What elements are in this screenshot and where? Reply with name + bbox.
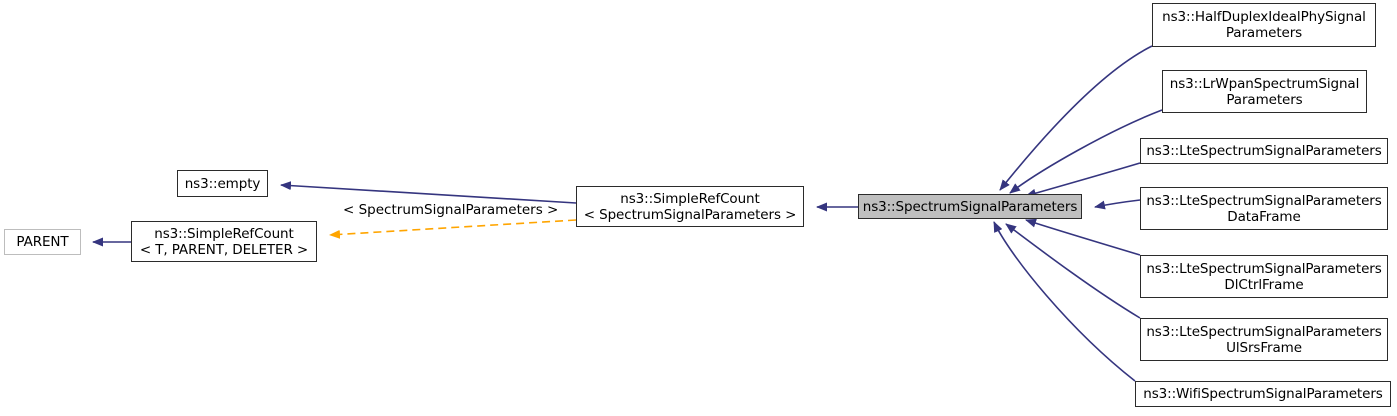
node-half-duplex-ideal-phy-signal-parameters[interactable]: ns3::HalfDuplexIdealPhySignal Parameters [1152, 3, 1376, 47]
node-lte-spectrum-signal-parameters-dl-ctrl-frame[interactable]: ns3::LteSpectrumSignalParameters DlCtrlF… [1140, 255, 1388, 298]
node-empty-label: ns3::empty [184, 175, 261, 192]
node-lte-spectrum-signal-parameters-label: ns3::LteSpectrumSignalParameters [1146, 143, 1382, 159]
node-spectrum-signal-parameters[interactable]: ns3::SpectrumSignalParameters [858, 194, 1082, 219]
node-half-duplex-ideal-phy-signal-parameters-label: ns3::HalfDuplexIdealPhySignal Parameters [1162, 9, 1366, 41]
node-simple-ref-count-generic-label: ns3::SimpleRefCount < T, PARENT, DELETER… [139, 225, 309, 258]
node-lr-wpan-spectrum-signal-parameters[interactable]: ns3::LrWpanSpectrumSignal Parameters [1162, 70, 1367, 113]
node-spectrum-signal-parameters-label: ns3::SpectrumSignalParameters [862, 198, 1078, 215]
node-lte-spectrum-signal-parameters[interactable]: ns3::LteSpectrumSignalParameters [1140, 138, 1388, 164]
edge-simplerefcountssp-to-empty [280, 181, 577, 204]
node-lte-spectrum-signal-parameters-dl-ctrl-frame-label: ns3::LteSpectrumSignalParameters DlCtrlF… [1146, 260, 1382, 293]
node-parent-label: PARENT [16, 234, 69, 250]
template-binding-label: < SpectrumSignalParameters > [343, 202, 559, 218]
edge-halfduplex-to-spectrum [999, 45, 1153, 191]
node-lte-spectrum-signal-parameters-ul-srs-frame[interactable]: ns3::LteSpectrumSignalParameters UlSrsFr… [1140, 318, 1388, 361]
node-simple-ref-count-spectrum-signal-parameters-label: ns3::SimpleRefCount < SpectrumSignalPara… [583, 190, 797, 223]
node-empty[interactable]: ns3::empty [177, 170, 268, 197]
node-lte-spectrum-signal-parameters-data-frame-label: ns3::LteSpectrumSignalParameters DataFra… [1146, 192, 1382, 225]
edge-lteulsrs-to-spectrum [1005, 223, 1141, 319]
template-usage-edges [329, 219, 577, 239]
node-lte-spectrum-signal-parameters-data-frame[interactable]: ns3::LteSpectrumSignalParameters DataFra… [1140, 187, 1388, 230]
node-simple-ref-count-generic[interactable]: ns3::SimpleRefCount < T, PARENT, DELETER… [131, 221, 317, 262]
node-wifi-spectrum-signal-parameters[interactable]: ns3::WifiSpectrumSignalParameters [1135, 381, 1391, 407]
node-lr-wpan-spectrum-signal-parameters-label: ns3::LrWpanSpectrumSignal Parameters [1169, 75, 1360, 108]
edge-simplerefcountssp-to-simplerefcount-generic [329, 219, 577, 239]
edge-lte-to-spectrum [1025, 162, 1141, 198]
node-wifi-spectrum-signal-parameters-label: ns3::WifiSpectrumSignalParameters [1143, 386, 1383, 402]
node-parent[interactable]: PARENT [4, 229, 81, 255]
edge-wifi-to-spectrum [993, 221, 1136, 382]
node-simple-ref-count-spectrum-signal-parameters[interactable]: ns3::SimpleRefCount < SpectrumSignalPara… [576, 186, 804, 227]
edge-ltedataframe-to-spectrum [1094, 199, 1141, 210]
node-lte-spectrum-signal-parameters-ul-srs-frame-label: ns3::LteSpectrumSignalParameters UlSrsFr… [1146, 323, 1382, 356]
edge-ltedlctrl-to-spectrum [1025, 218, 1141, 256]
